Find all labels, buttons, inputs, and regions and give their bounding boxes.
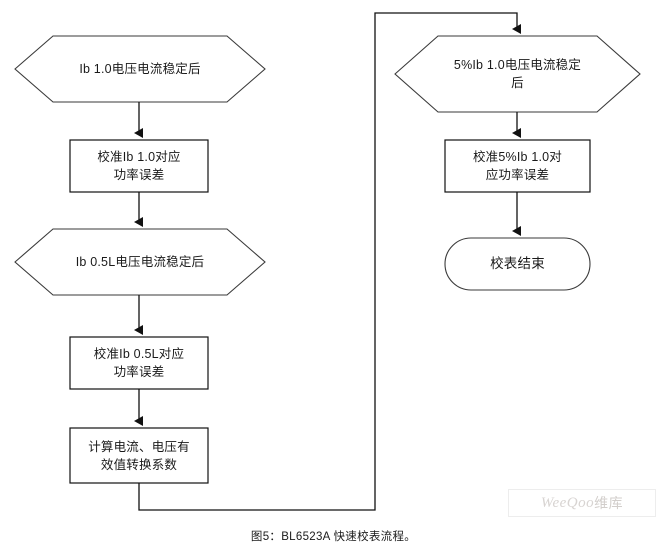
connector-compute-to-start-right: [138, 12, 521, 511]
node-shape-compute-rms-coeff[interactable]: [69, 427, 209, 484]
node-shape-start-ib-1p0[interactable]: [14, 35, 266, 103]
watermark-suffix: 维库: [594, 495, 624, 511]
node-shape-start-5pct-ib-1p0[interactable]: [394, 35, 641, 113]
node-shape-calibrate-ib-0p5l[interactable]: [69, 336, 209, 390]
watermark-brand: WeeQoo: [540, 494, 595, 511]
node-shape-end-calibration[interactable]: [444, 237, 591, 291]
node-shape-start-ib-0p5l[interactable]: [14, 228, 266, 296]
node-shape-calibrate-5pct-ib-1p0[interactable]: [444, 139, 591, 193]
node-shape-calibrate-ib-1p0[interactable]: [69, 139, 209, 193]
figure-caption: 图5：BL6523A 快速校表流程。: [250, 531, 417, 543]
